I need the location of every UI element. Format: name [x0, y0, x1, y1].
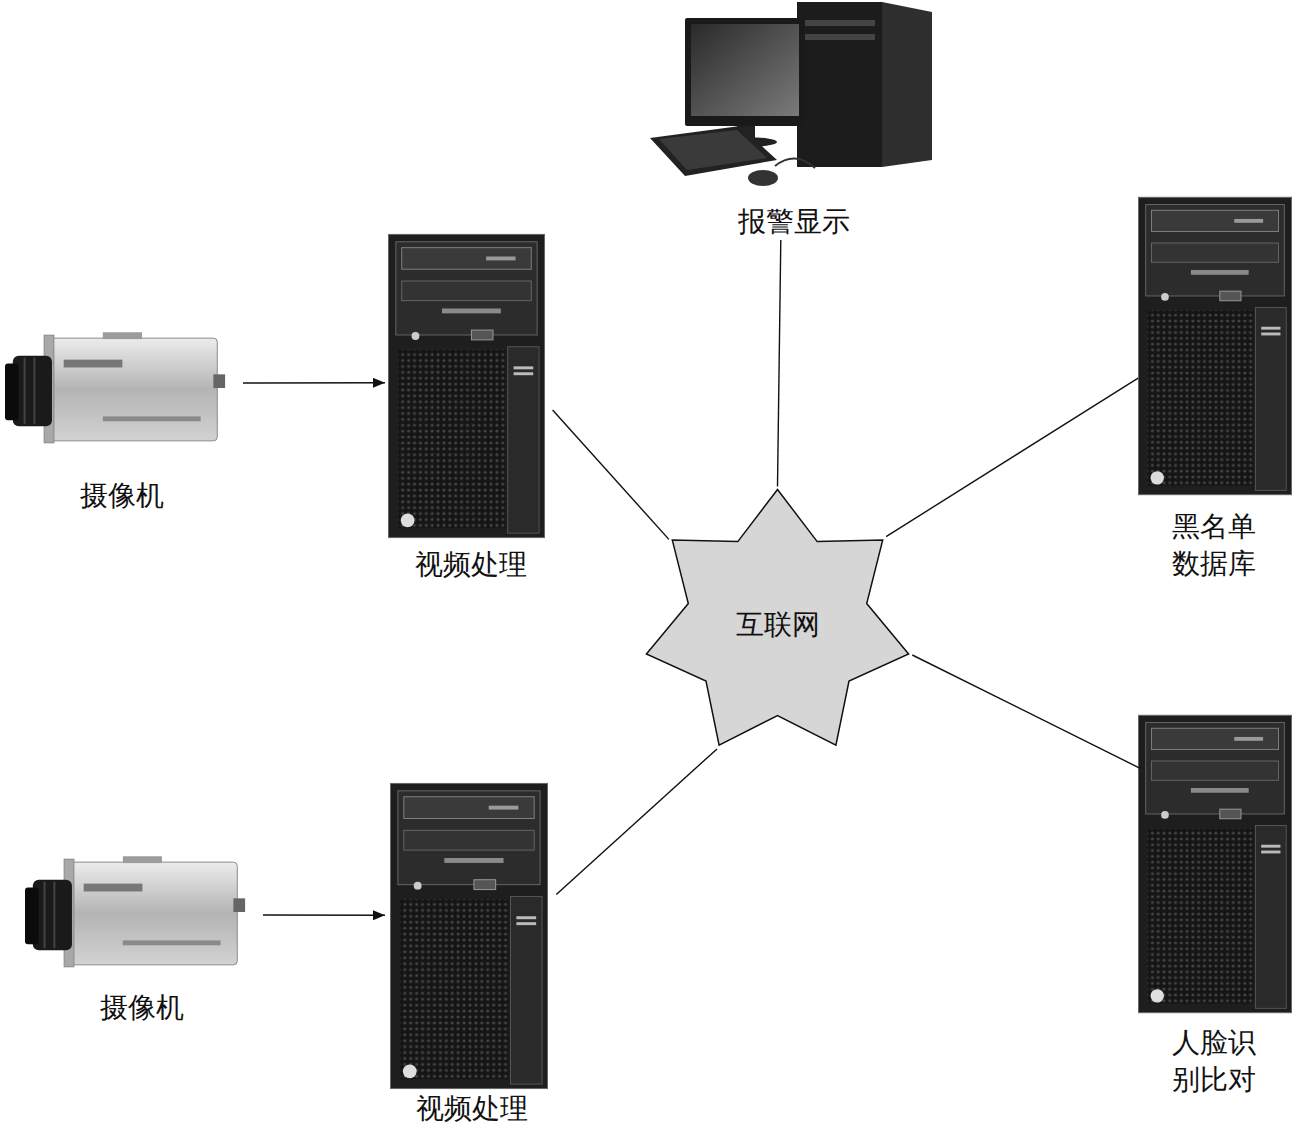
- camera: 摄像机: [20, 845, 263, 1026]
- signal-arrow: [243, 382, 385, 384]
- node-label: 视频处理: [385, 1090, 558, 1127]
- network-link: [556, 749, 717, 895]
- node-label: 报警显示: [640, 203, 948, 240]
- face-server: 人脸识 别比对: [1135, 708, 1292, 1098]
- node-label: 人脸识 别比对: [1164, 1024, 1264, 1098]
- server-picture: [388, 234, 544, 537]
- node-label: 互联网: [736, 606, 820, 643]
- node-label: 视频处理: [385, 546, 556, 583]
- camera-picture: [25, 856, 245, 967]
- network-link: [778, 240, 781, 486]
- server-picture: [1138, 197, 1291, 494]
- video-server: 视频处理: [385, 230, 556, 583]
- network-link: [886, 378, 1138, 536]
- network-link: [912, 655, 1139, 768]
- node-label: 黑名单 数据库: [1164, 508, 1264, 582]
- pc-picture: [650, 2, 932, 186]
- signal-arrow: [263, 914, 385, 916]
- server-picture: [1138, 715, 1291, 1012]
- database-server: 黑名单 数据库: [1135, 190, 1292, 582]
- internet-star: 互联网: [640, 483, 915, 765]
- network-link: [553, 410, 669, 539]
- node-label: 摄像机: [20, 989, 263, 1026]
- node-label: 摄像机: [0, 477, 243, 514]
- video-server: 视频处理: [385, 780, 558, 1127]
- camera-picture: [5, 332, 225, 443]
- server-picture: [390, 783, 547, 1088]
- star-shape: [646, 490, 908, 746]
- alarm-display: 报警显示: [640, 0, 948, 240]
- camera: 摄像机: [0, 325, 243, 514]
